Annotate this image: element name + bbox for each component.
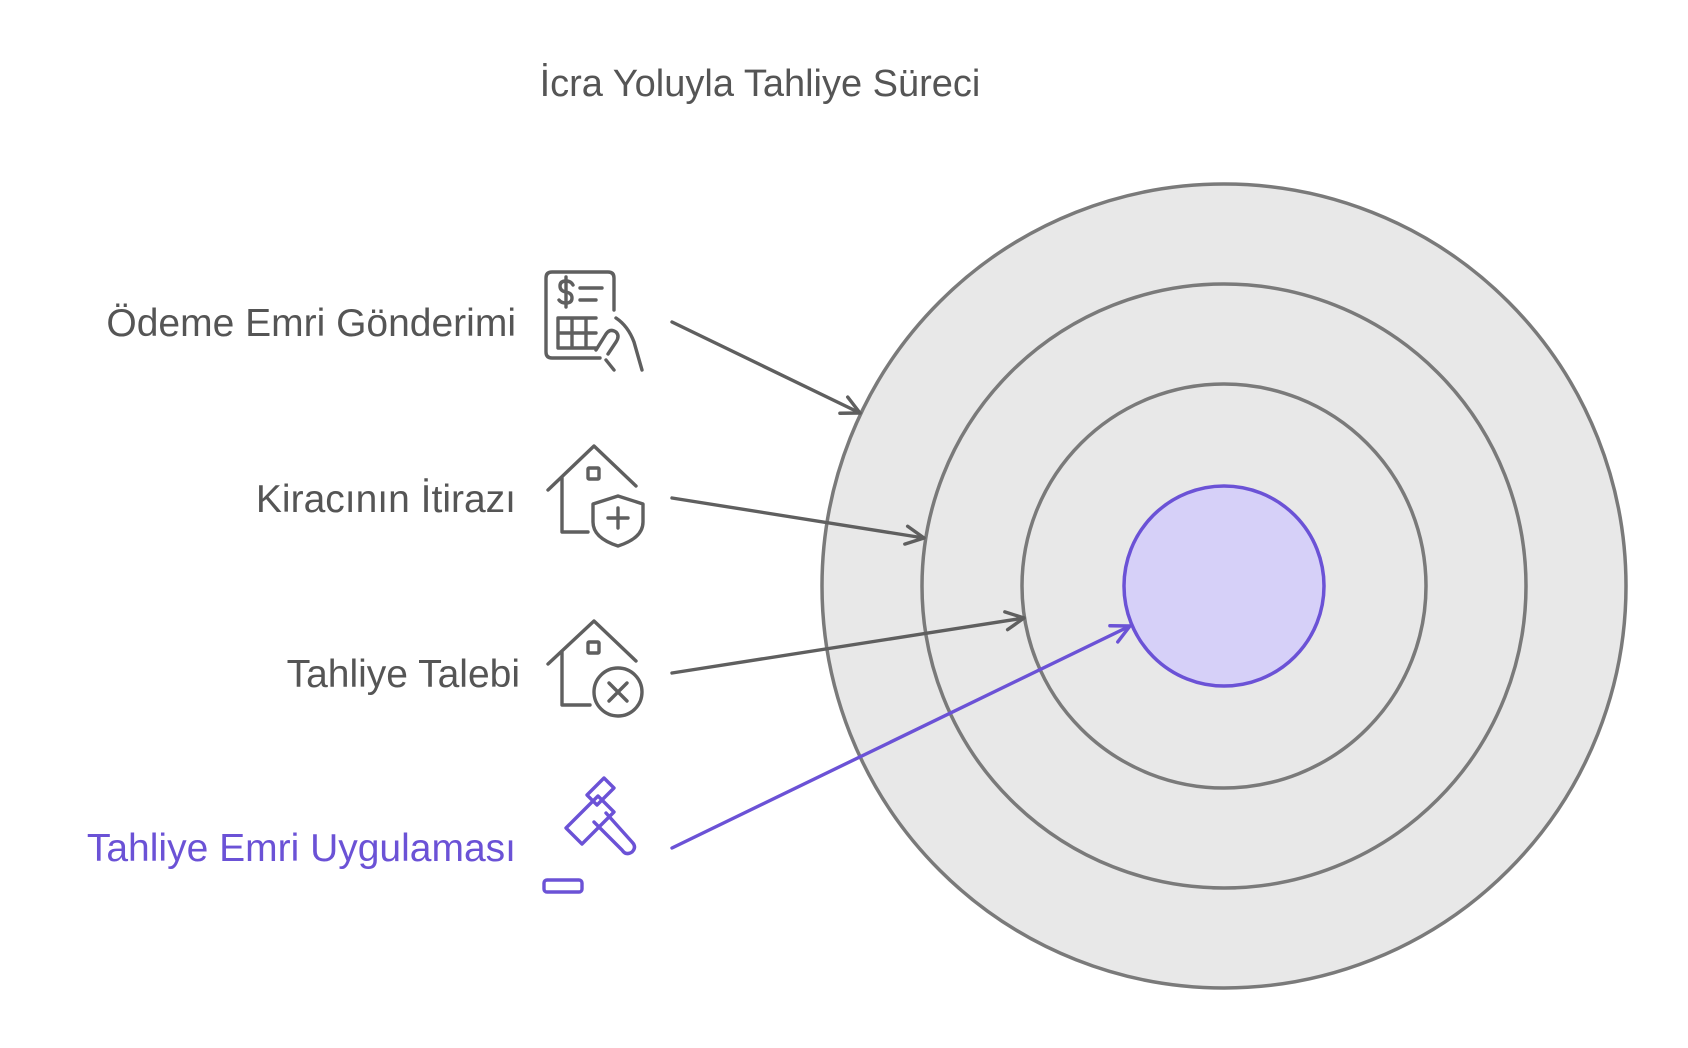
arrow-step-4: [670, 624, 1132, 850]
invoice-hand-icon: [544, 270, 644, 372]
diagram-title: İcra Yoluyla Tahliye Süreci: [540, 62, 981, 105]
house-x-icon: [546, 619, 644, 718]
gavel-icon: [542, 776, 637, 894]
step-label-tahliye-emri: Tahliye Emri Uygulaması: [87, 827, 516, 870]
step-label-odeme-emri: Ödeme Emri Gönderimi: [106, 302, 516, 345]
arrows: [670, 320, 1132, 850]
step-label-kiracinin-itirazi: Kiracının İtirazı: [256, 478, 516, 521]
arrow-step-3: [670, 610, 1026, 675]
house-shield-plus-icon: [546, 444, 645, 548]
target-rings: [820, 182, 1628, 990]
arrow-step-2: [670, 496, 926, 546]
step-label-tahliye-talebi: Tahliye Talebi: [287, 653, 520, 696]
step-labels: Ödeme Emri Gönderimi Kiracının İtirazı T…: [87, 302, 520, 870]
arrow-step-1: [670, 320, 862, 415]
ring-center: [1122, 484, 1326, 688]
